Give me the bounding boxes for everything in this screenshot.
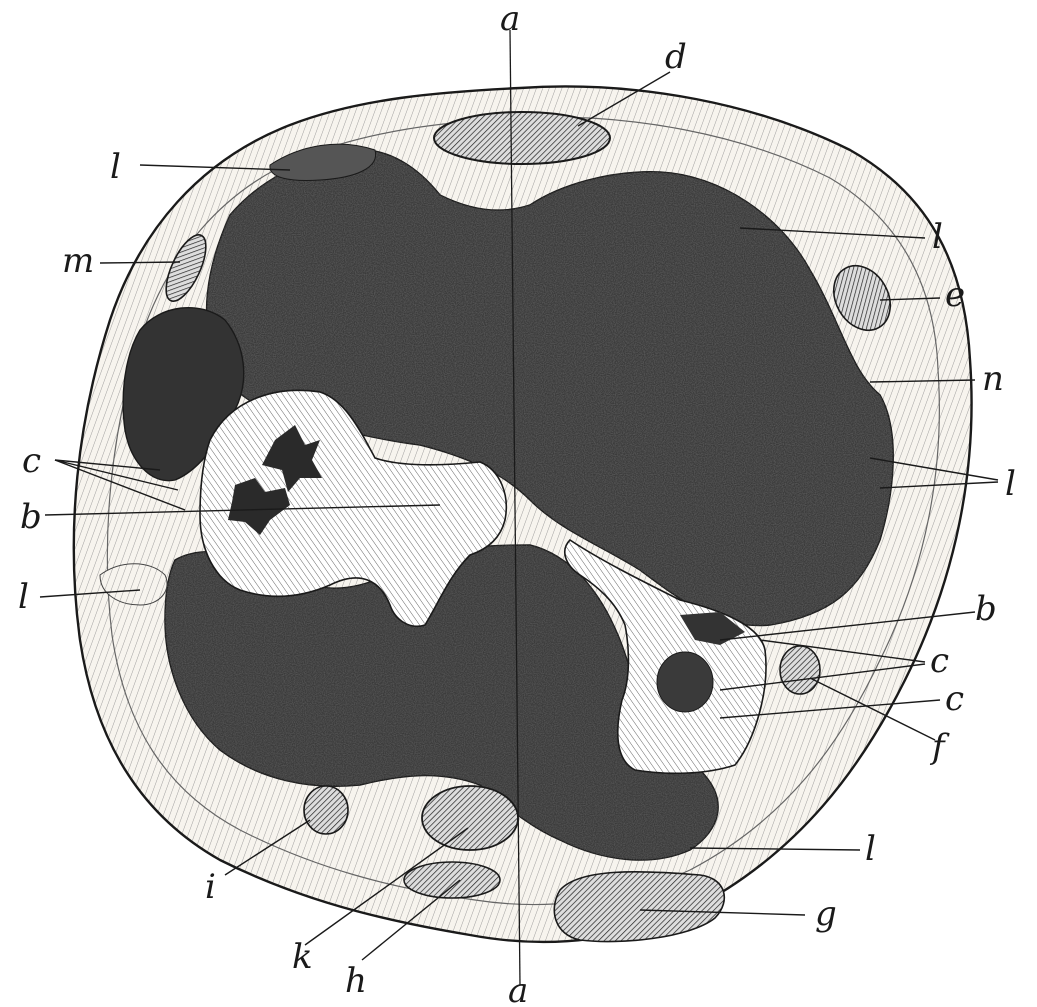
structure-d — [434, 112, 610, 164]
label-c-right-upper: c — [930, 641, 949, 681]
label-d: d — [665, 37, 687, 77]
label-l-top-right: l — [932, 217, 943, 257]
label-k: k — [292, 937, 313, 977]
structure-h — [404, 862, 500, 898]
label-g: g — [815, 894, 837, 934]
label-c-right-lower: c — [945, 679, 964, 719]
label-m: m — [62, 241, 94, 281]
structure-g — [554, 872, 724, 942]
label-e: e — [945, 275, 965, 315]
label-l-right-middle: l — [1005, 464, 1016, 504]
structure-i — [304, 786, 348, 834]
label-b-left: b — [20, 497, 42, 537]
marrow-cavity-right — [657, 652, 713, 712]
structure-f — [780, 646, 820, 694]
label-c-left: c — [22, 441, 41, 481]
label-i: i — [205, 867, 216, 907]
label-a-top: a — [500, 0, 520, 39]
label-b-right: b — [975, 589, 997, 629]
label-h: h — [345, 961, 367, 1001]
label-l-bottom-right: l — [865, 829, 876, 869]
label-a-bottom: a — [508, 971, 528, 1007]
label-f: f — [929, 727, 950, 767]
label-l-top-left: l — [110, 147, 121, 187]
label-n: n — [982, 359, 1004, 399]
structure-k — [422, 786, 518, 850]
label-l-left: l — [18, 577, 29, 617]
